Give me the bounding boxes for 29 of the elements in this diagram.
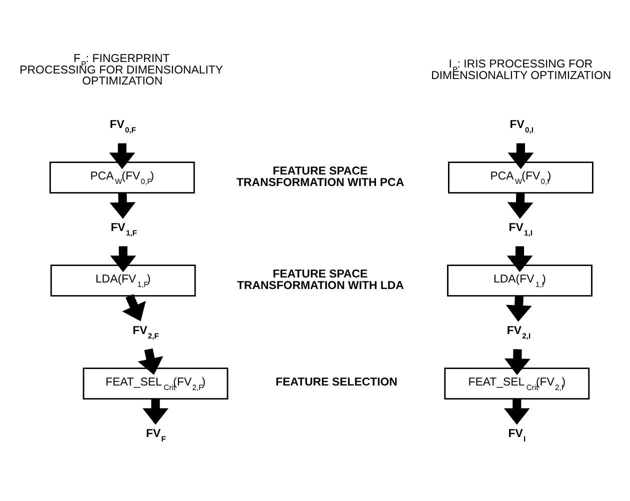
node-text: FV$_{2,F}$	[132, 324, 159, 340]
node-box: LDA(FV$_{1,I}$)	[447, 264, 592, 296]
node-text: FV$_{1,F}$	[110, 222, 137, 238]
node-box: FEAT_SEL$_{Crit}$(FV$_{2,F}$)	[82, 367, 228, 399]
arrow	[142, 398, 168, 424]
node-text: FV$_{1,I}$	[508, 222, 533, 238]
label: FEATURE SPACE TRANSFORMATION WITH PCA	[236, 164, 404, 188]
arrow	[506, 246, 533, 272]
node-box: FEAT_SEL$_{Crit}$(FV$_{2,I}$)	[444, 367, 590, 399]
arrow	[110, 246, 136, 272]
node-text: FV$_{0,I}$	[510, 118, 534, 134]
node-text: FV$_{2,I}$	[506, 324, 531, 340]
label: FEATURE SELECTION	[276, 376, 398, 388]
arrow	[109, 142, 136, 169]
node-text: FV$_{I}$	[508, 428, 526, 444]
arrow	[508, 142, 534, 169]
node-text: FV$_{0,F}$	[110, 118, 136, 134]
arrow	[110, 192, 136, 218]
arrow	[122, 294, 146, 321]
arrow	[506, 295, 532, 322]
arrow	[138, 348, 164, 374]
arrow	[504, 348, 530, 375]
arrow	[507, 192, 534, 218]
label: FEATURE SPACE TRANSFORMATION WITH LDA	[237, 268, 404, 292]
node-box: LDA(FV$_{1,F}$)	[50, 264, 196, 296]
node-text: FV$_{F}$	[146, 428, 166, 444]
node-box: PCA$_{W}$(FV$_{0,F}$)	[49, 161, 195, 194]
label: F$_{P}$: FINGERPRINT PROCESSING FOR DIMENSIONALITY OPTIMIZATION	[20, 52, 224, 88]
arrow	[504, 398, 530, 424]
